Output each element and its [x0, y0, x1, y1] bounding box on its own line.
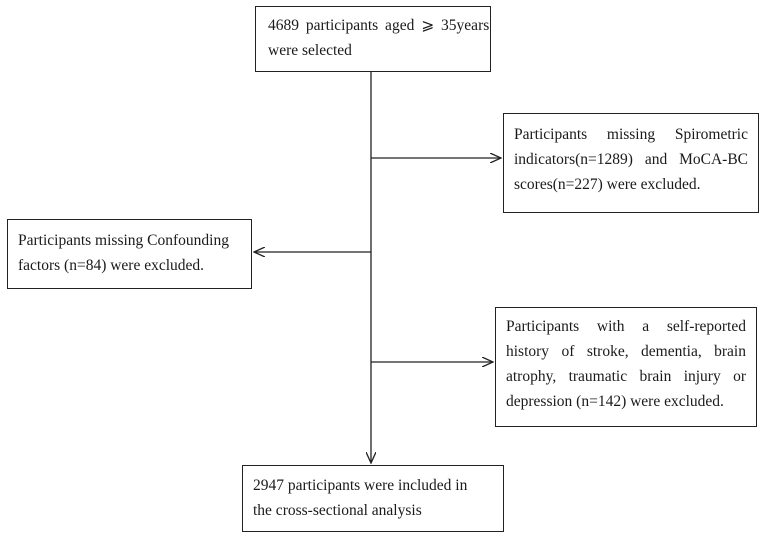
final-box: 2947 participants were included in the c… — [242, 465, 504, 532]
start-line-2: were selected — [268, 42, 352, 59]
history-line-3: atrophy, traumatic brain injury or — [506, 368, 746, 385]
exclusion-box-spirometric: Participants missing Spirometric indicat… — [503, 113, 759, 213]
exclusion-box-history: Participants with a self-reported histor… — [495, 307, 757, 427]
start-box: 4689 participants aged ⩾ 35years were se… — [255, 6, 491, 72]
final-line-2: the cross-sectional analysis — [253, 502, 422, 519]
exclusion-box-confounding: Participants missing Confounding factors… — [7, 219, 252, 289]
start-line-1: 4689 participants aged ⩾ 35years — [268, 17, 490, 34]
spirometric-line-2: indicators(n=1289) and MoCA-BC — [514, 151, 748, 168]
confounding-line-1: Participants missing Confounding — [18, 232, 229, 249]
confounding-line-2: factors (n=84) were excluded. — [18, 257, 205, 274]
spirometric-line-3: scores(n=227) were excluded. — [514, 176, 701, 193]
history-line-2: history of stroke, dementia, brain — [506, 343, 746, 360]
final-line-1: 2947 participants were included in — [253, 477, 468, 494]
history-line-1: Participants with a self-reported — [506, 318, 746, 335]
spirometric-line-1: Participants missing Spirometric — [514, 126, 748, 143]
history-line-4: depression (n=142) were excluded. — [506, 393, 724, 410]
